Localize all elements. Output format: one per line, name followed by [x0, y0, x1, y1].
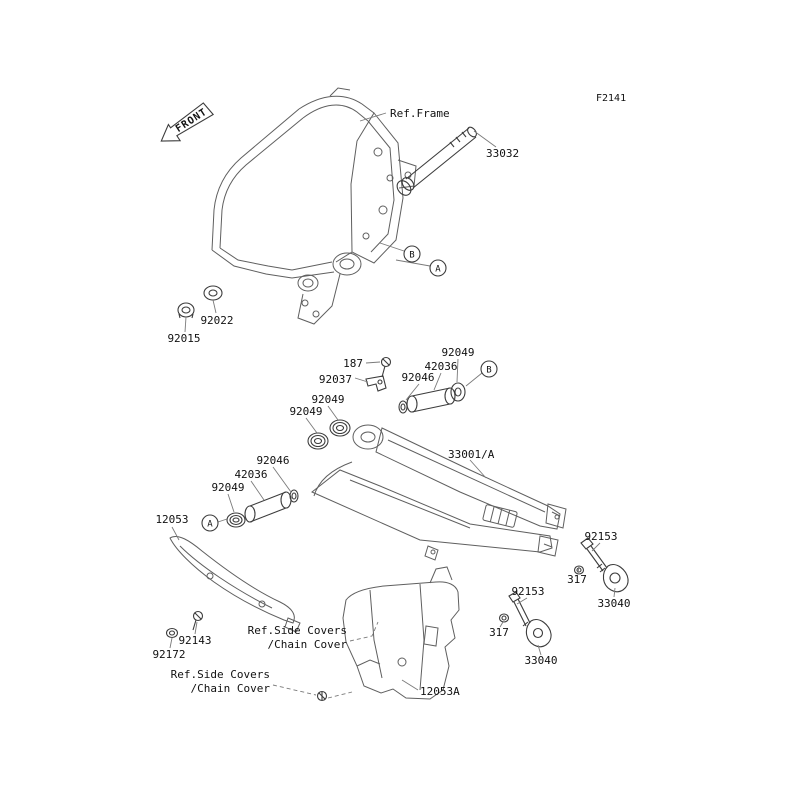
- washer-drawing: [203, 285, 223, 301]
- part-label-sleeve-1: 42036: [424, 360, 457, 373]
- chain-cover-drawing: [342, 566, 460, 700]
- leader-lines: [169, 112, 616, 699]
- ref-frame-label: Ref.Frame: [390, 107, 450, 120]
- part-label-bracket: 92037: [319, 373, 352, 386]
- marker-b-frame-letter: B: [409, 251, 414, 261]
- ref-side-covers-1-line2: /Chain Cover: [268, 638, 348, 651]
- frame-drawing: [211, 87, 417, 325]
- marker-a-sleeve: A: [201, 514, 219, 532]
- part-label-axle: 33032: [486, 147, 519, 160]
- part-label-seal-1: 92049: [441, 346, 474, 359]
- marker-b-sleeve-letter: B: [486, 366, 491, 376]
- part-label-damper: 92172: [152, 648, 185, 661]
- left-sleeve-cluster: [226, 489, 299, 528]
- swingarm-drawing: [311, 424, 567, 561]
- bracket-drawing: [365, 375, 387, 392]
- ref-side-covers-2-line1: Ref.Side Covers: [171, 668, 270, 681]
- cover-screw-drawing: [316, 690, 328, 702]
- part-label-chain-guard: 12053: [155, 513, 188, 526]
- ref-side-covers-1-line1: Ref.Side Covers: [248, 624, 347, 637]
- part-label-bolt-1: 92153: [584, 530, 617, 543]
- damper-drawing: [165, 627, 179, 639]
- part-label-washer: 92022: [200, 314, 233, 327]
- part-label-clip-1: 33040: [597, 597, 630, 610]
- right-sleeve-cluster: [398, 382, 466, 414]
- fastener-set-lower: [498, 591, 552, 648]
- part-label-seal-2: 92049: [311, 393, 344, 406]
- marker-a-frame: A: [429, 259, 447, 277]
- part-label-seal-4: 92049: [211, 481, 244, 494]
- part-label-cap: 92015: [167, 332, 200, 345]
- part-label-sleeve-2: 42036: [234, 468, 267, 481]
- part-label-bolt-2: 92153: [511, 585, 544, 598]
- marker-b-frame: B: [403, 245, 421, 263]
- screw-drawing: [192, 610, 204, 631]
- chain-guard-drawing: [169, 536, 301, 633]
- part-label-nut-2: 317: [489, 626, 509, 639]
- mid-seals-drawing: [307, 419, 351, 450]
- axle-drawing: [396, 126, 477, 196]
- marker-b-sleeve: B: [480, 360, 498, 378]
- part-label-swingarm: 33001/A: [448, 448, 495, 461]
- figure-code-label: F2141: [596, 93, 626, 104]
- pivot-bolt-drawing: [380, 356, 392, 378]
- cap-drawing: [177, 302, 195, 319]
- marker-a-frame-letter: A: [435, 265, 441, 275]
- part-label-bolt-small: 187: [343, 357, 363, 370]
- ref-side-covers-2-line2: /Chain Cover: [191, 682, 271, 695]
- part-label-clip-2: 33040: [524, 654, 557, 667]
- part-label-chain-cover: 12053A: [420, 685, 460, 698]
- part-label-nut-1: 317: [567, 573, 587, 586]
- part-label-collar-1: 92046: [401, 371, 434, 384]
- part-label-screw: 92143: [178, 634, 211, 647]
- front-arrow: FRONT: [160, 102, 215, 142]
- marker-a-sleeve-letter: A: [207, 520, 213, 530]
- part-label-seal-3: 92049: [289, 405, 322, 418]
- part-label-collar-2: 92046: [256, 454, 289, 467]
